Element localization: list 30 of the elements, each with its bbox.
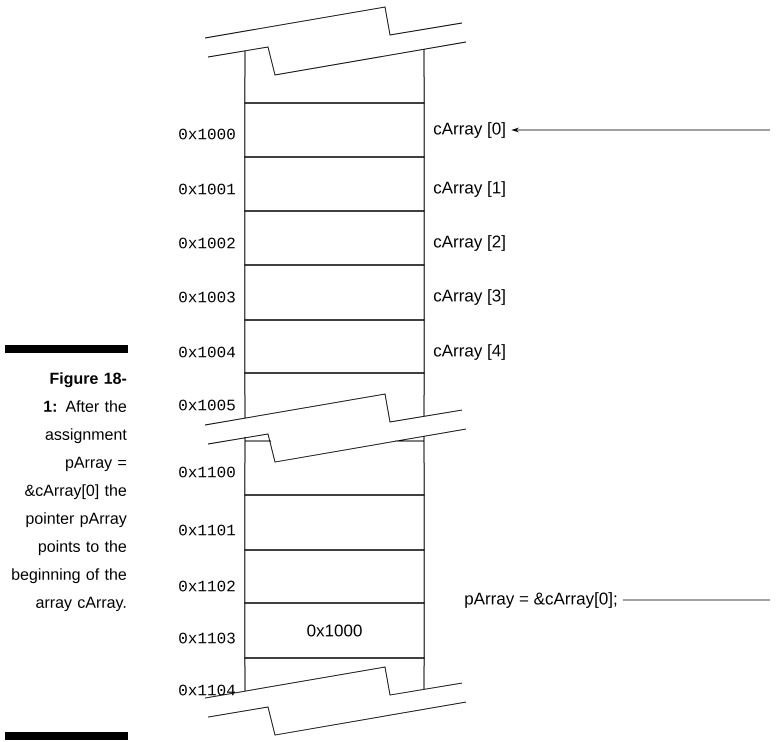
memory-cell bbox=[244, 210, 425, 266]
memory-cell bbox=[244, 156, 425, 212]
array-element-label: cArray [4] bbox=[434, 344, 505, 360]
address-label: 0x1000 bbox=[179, 128, 235, 140]
memory-cell bbox=[244, 319, 425, 374]
code-statement: pArray = &cArray[0]; bbox=[465, 592, 616, 608]
memory-cell bbox=[244, 102, 425, 158]
memory-cell: 0x1000 bbox=[244, 602, 425, 659]
memory-cell bbox=[244, 494, 425, 551]
address-label: 0x1102 bbox=[179, 580, 235, 592]
array-element-label: cArray [3] bbox=[434, 289, 505, 305]
array-element-label: cArray [2] bbox=[434, 235, 505, 251]
memory-cell bbox=[244, 657, 425, 667]
array-element-label: cArray [1] bbox=[434, 181, 505, 197]
address-label: 0x1004 bbox=[179, 346, 235, 358]
memory-cell bbox=[244, 76, 425, 104]
address-label: 0x1005 bbox=[179, 400, 235, 410]
memory-cell bbox=[244, 264, 425, 321]
address-label: 0x1104 bbox=[179, 684, 235, 696]
address-label: 0x1003 bbox=[179, 292, 235, 302]
address-label: 0x1103 bbox=[179, 632, 235, 644]
memory-cell bbox=[244, 549, 425, 604]
array-element-label: cArray [0] bbox=[434, 122, 505, 138]
memory-cell bbox=[244, 462, 425, 496]
address-label: 0x1002 bbox=[179, 238, 235, 248]
address-label: 0x1100 bbox=[179, 466, 235, 478]
address-label: 0x1101 bbox=[179, 524, 236, 536]
figure-caption: Figure 18-1: After the assignment pArray = &cArray[0] the pointer pArray points to the beginning of the array cArray. bbox=[12, 372, 127, 612]
memory-cell bbox=[244, 372, 425, 396]
address-label: 0x1001 bbox=[179, 184, 236, 194]
